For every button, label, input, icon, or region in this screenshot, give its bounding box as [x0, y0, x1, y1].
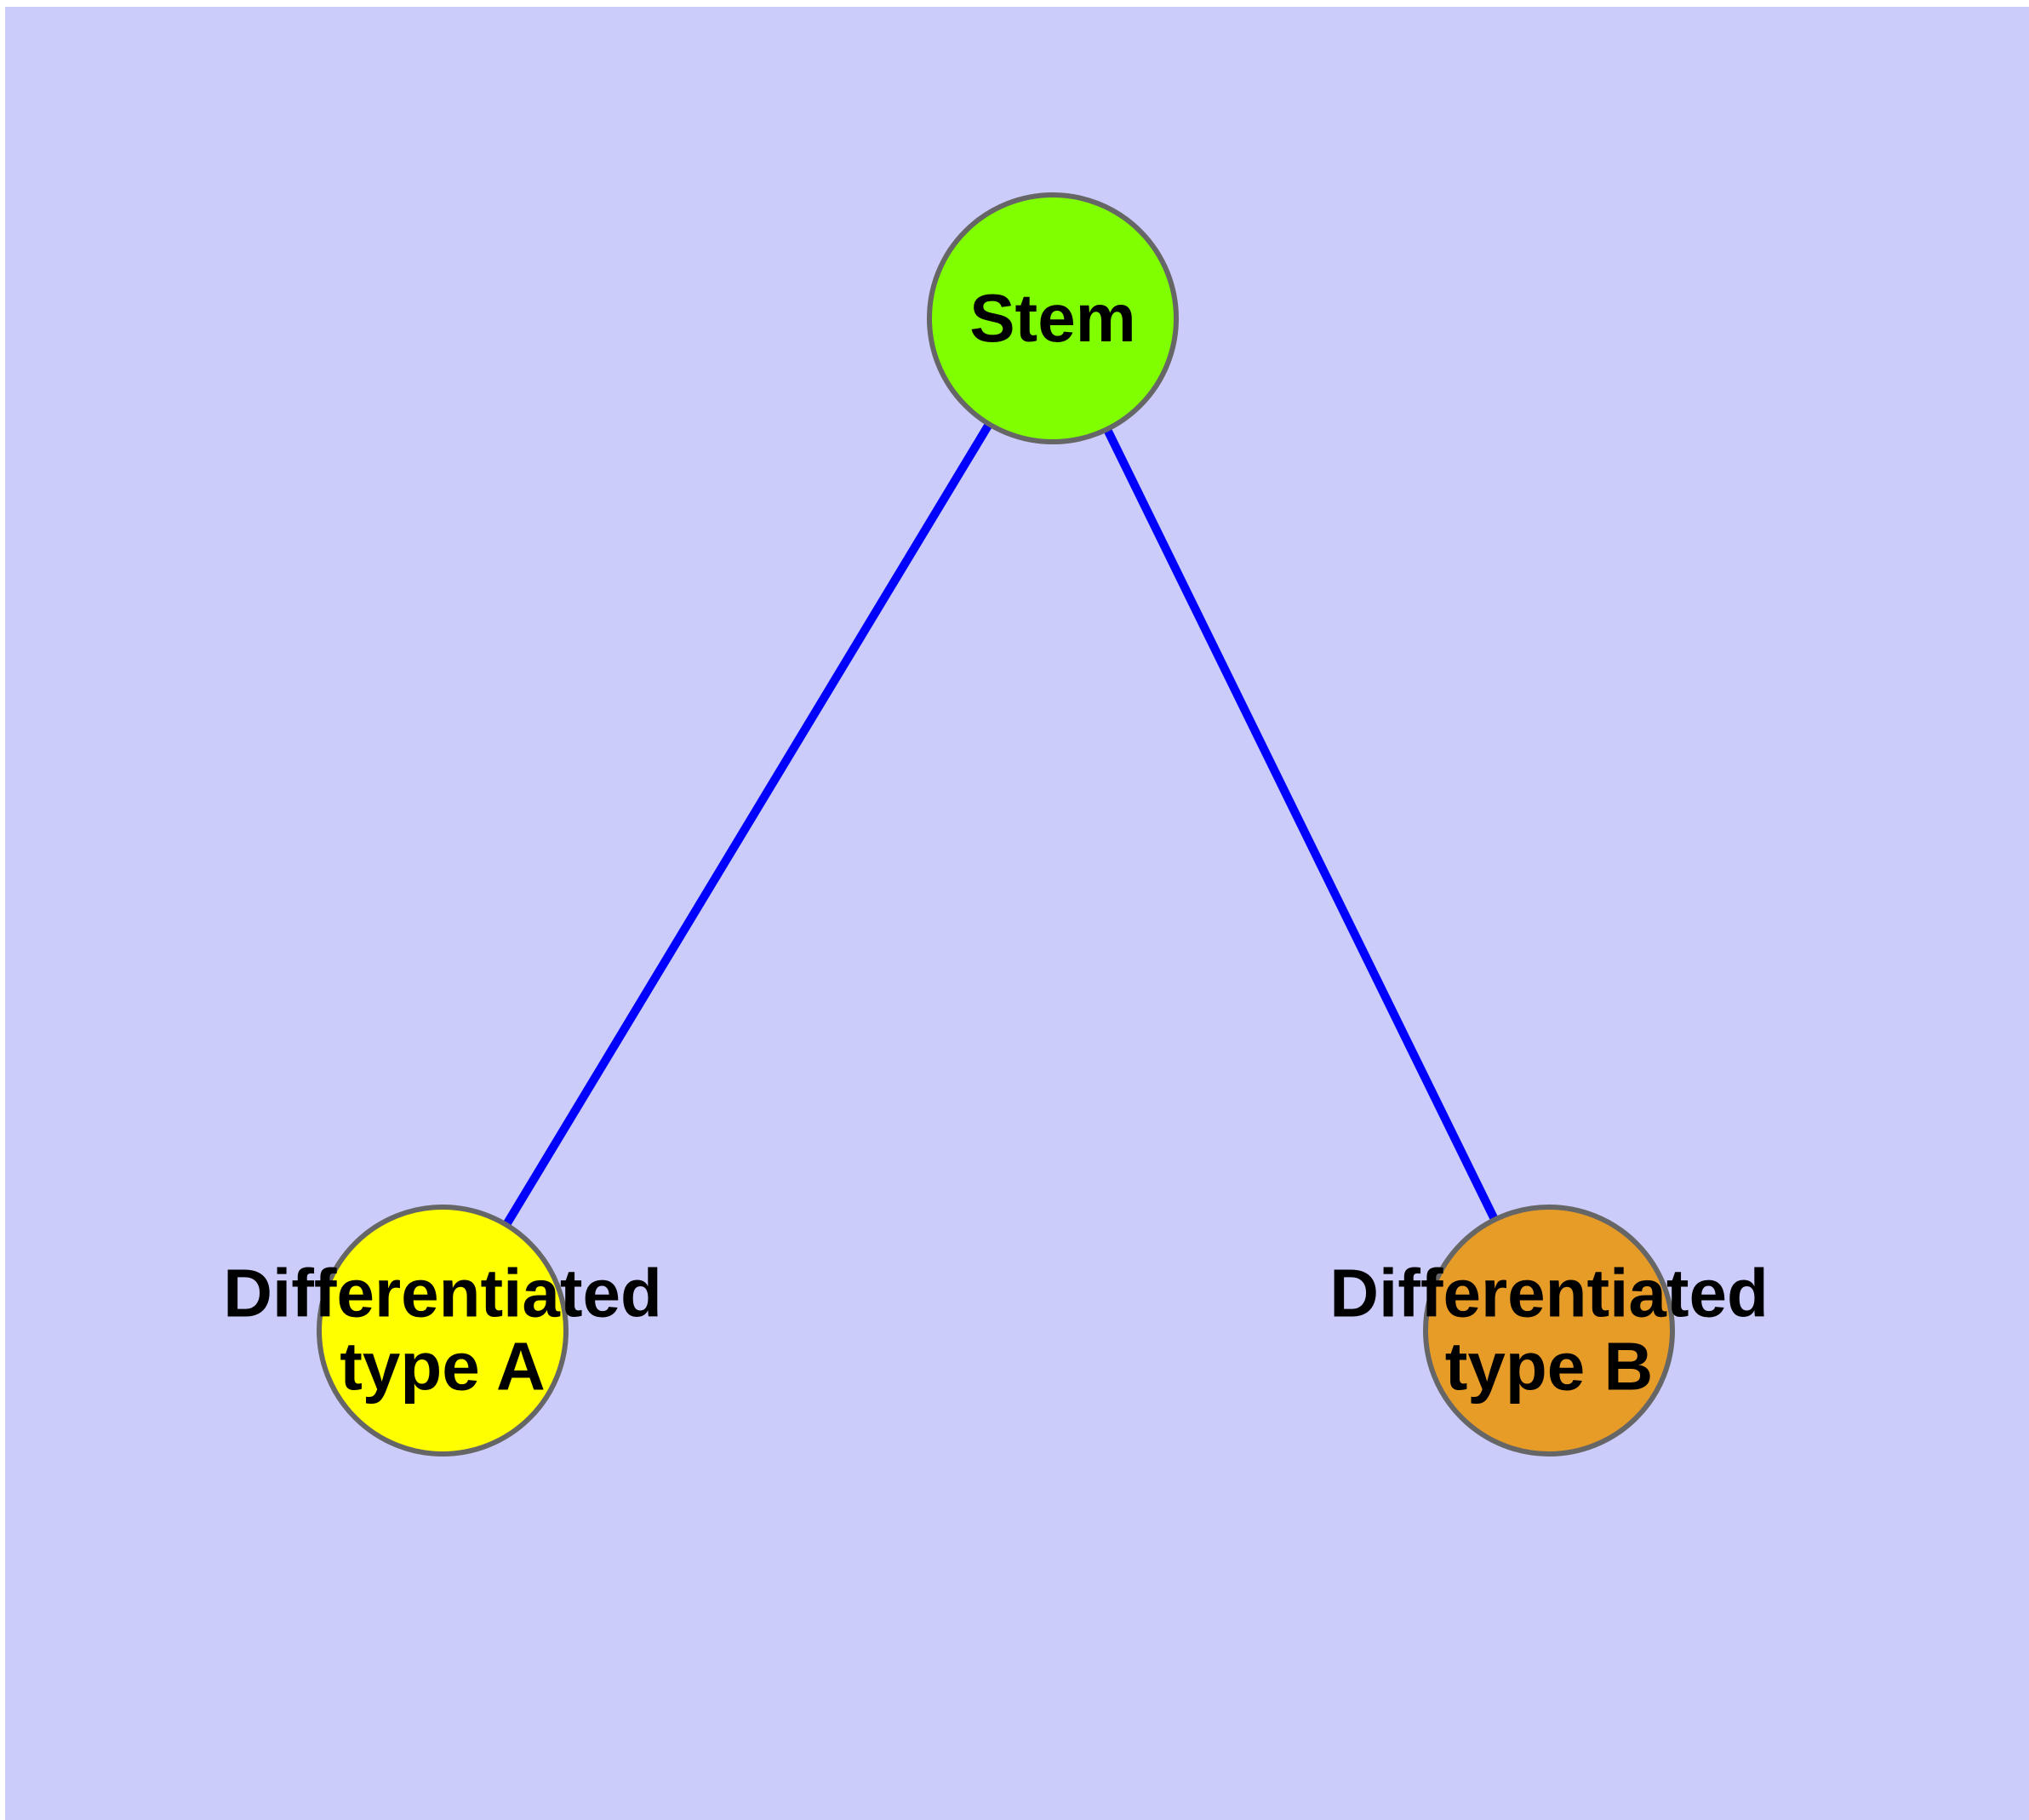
graph-svg	[317, 192, 1675, 1457]
node-diff_a[interactable]	[317, 1205, 569, 1457]
edge-stem-a[interactable]	[502, 421, 993, 1228]
nodes-layer	[317, 192, 1675, 1457]
node-diff_b[interactable]	[1423, 1205, 1675, 1457]
node-stem[interactable]	[927, 192, 1179, 444]
edge-stem-b[interactable]	[1102, 426, 1500, 1222]
edges-layer	[502, 421, 1500, 1228]
